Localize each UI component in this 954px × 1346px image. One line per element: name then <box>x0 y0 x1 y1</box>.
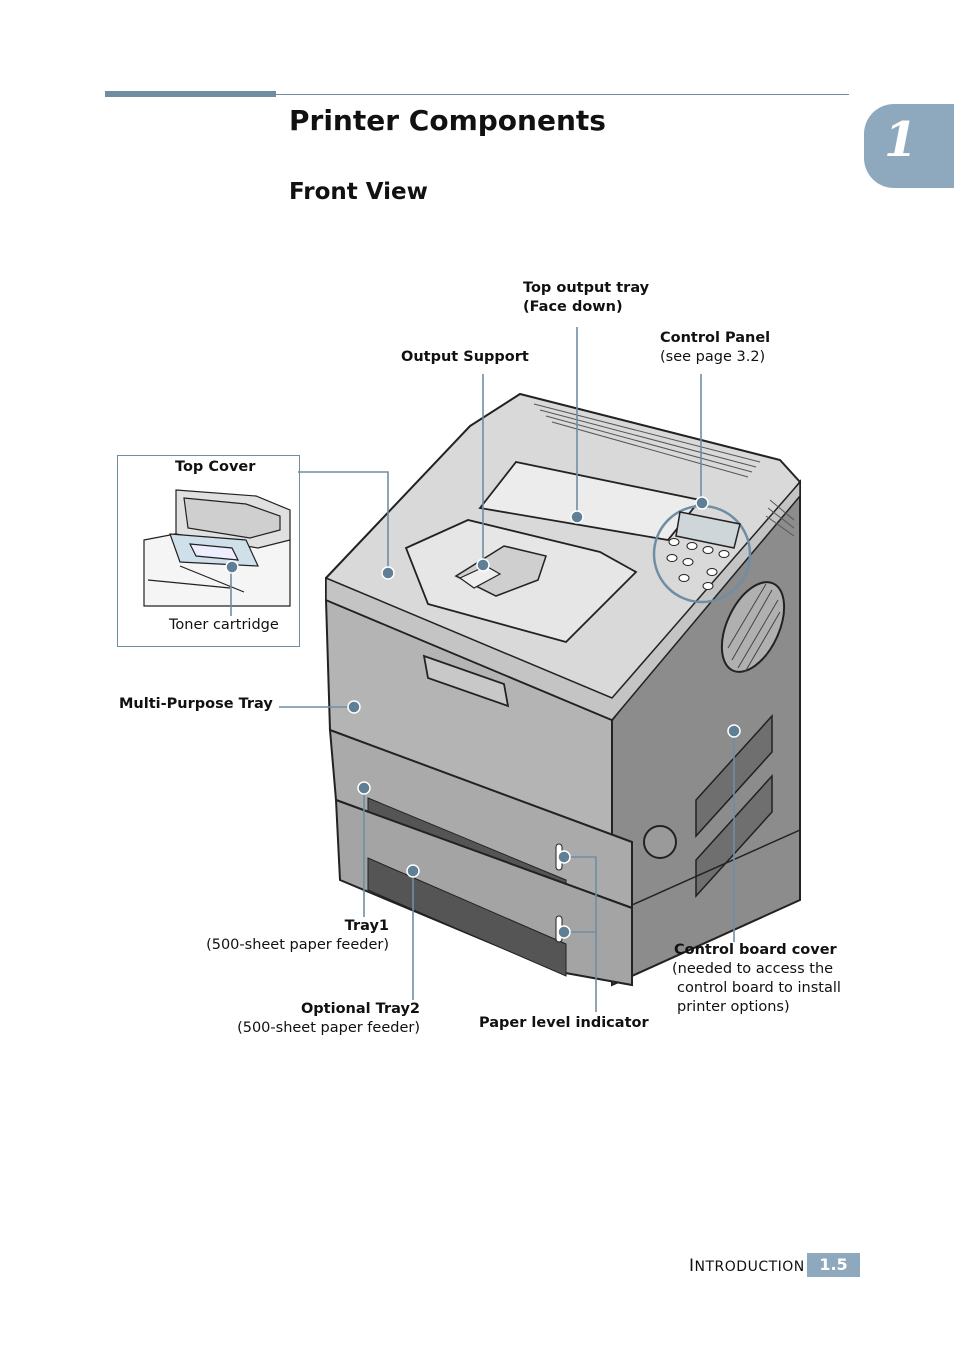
tray2-slot <box>367 857 567 977</box>
control-board-cover-note3: printer options) <box>677 999 790 1015</box>
label-optional-tray2: Optional Tray2 (500-sheet paper feeder) <box>220 1000 420 1038</box>
label-top-output-tray: Top output tray (Face down) <box>523 279 649 317</box>
label-paper-level-indicator: Paper level indicator <box>479 1015 649 1031</box>
top-vent-lines <box>533 403 761 478</box>
footer-section-rest: NTRODUCTION <box>694 1259 805 1275</box>
side-vent-lines <box>727 583 781 673</box>
label-tray1: Tray1 (500-sheet paper feeder) <box>190 917 389 955</box>
optional-tray2-name: Optional Tray2 <box>300 1001 420 1017</box>
label-control-board-cover: Control board cover (needed to access th… <box>672 941 841 1017</box>
label-multi-purpose-tray: Multi-Purpose Tray <box>119 696 273 712</box>
side-knob <box>643 825 677 859</box>
control-panel-note: (see page 3.2) <box>660 349 766 365</box>
control-board-cover-note1: (needed to access the <box>672 961 834 977</box>
control-board-cover-name: Control board cover <box>674 942 837 958</box>
control-panel-buttons <box>666 538 730 590</box>
section-subtitle: Front View <box>289 179 428 205</box>
callout-lines <box>230 327 735 1012</box>
tray-handle <box>422 654 510 708</box>
top-cover-inset-sketch <box>143 489 291 607</box>
page-number-badge: 1.5 <box>807 1253 860 1277</box>
label-control-panel: Control Panel (see page 3.2) <box>660 329 770 367</box>
page-title: Printer Components <box>289 104 606 137</box>
chapter-tab: 1 <box>864 104 954 188</box>
header-rule-thick <box>105 91 276 97</box>
label-output-support: Output Support <box>401 349 529 365</box>
label-toner-cartridge: Toner cartridge <box>169 617 279 633</box>
footer-section: INTRODUCTION <box>689 1256 805 1276</box>
footer-section-initial: I <box>689 1256 695 1276</box>
side-vent <box>720 581 786 673</box>
tray1-note: (500-sheet paper feeder) <box>206 937 389 953</box>
chapter-number: 1 <box>884 112 918 168</box>
header-rule-thin <box>276 94 849 95</box>
callout-dots <box>225 496 741 939</box>
control-board-cover-note2: control board to install <box>677 980 841 996</box>
top-output-tray-line1: Top output tray <box>523 280 650 296</box>
control-panel-display <box>675 511 741 549</box>
optional-tray2-note: (500-sheet paper feeder) <box>237 1020 420 1036</box>
top-output-tray-line2: (Face down) <box>523 299 623 315</box>
tray1-name: Tray1 <box>344 918 389 934</box>
control-panel-name: Control Panel <box>660 330 771 346</box>
label-top-cover: Top Cover <box>175 459 256 475</box>
